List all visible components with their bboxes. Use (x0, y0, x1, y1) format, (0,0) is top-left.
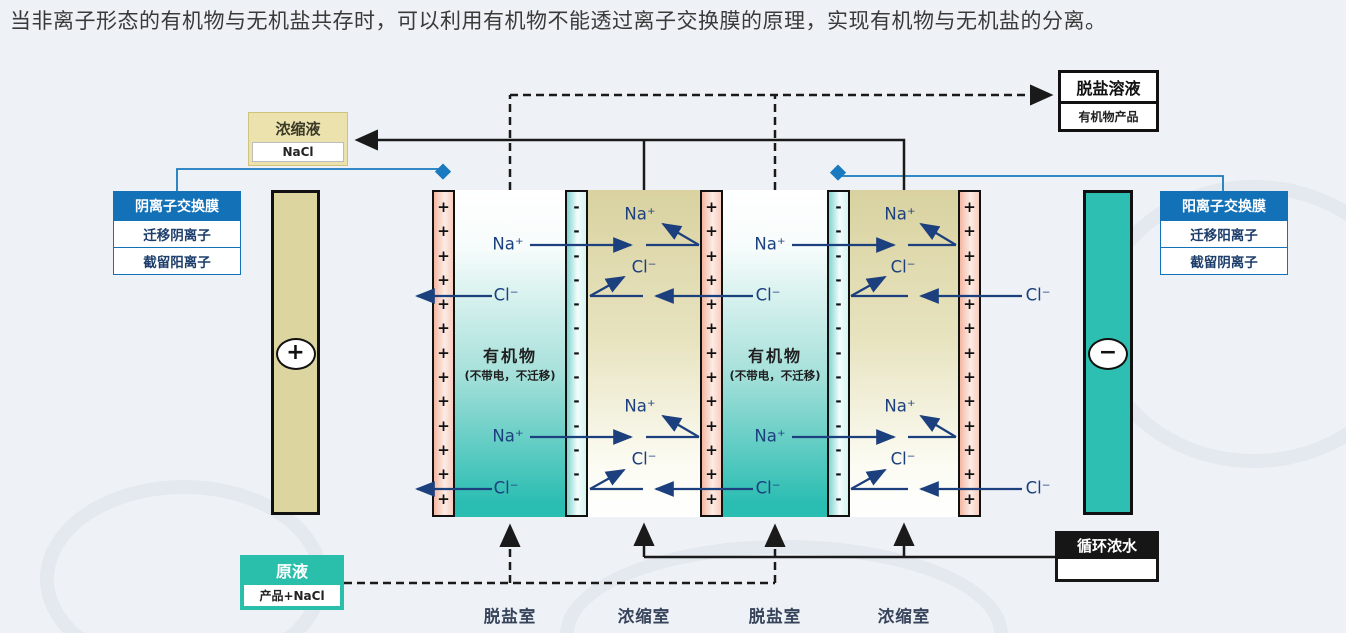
ion-label-cl-desal1-bottom: Cl⁻ (493, 478, 519, 498)
desalted-output-title: 脱盐溶液 (1061, 73, 1156, 104)
organic-title: 有机物 (482, 346, 538, 366)
ion-label-cl-desal2-top: Cl⁻ (755, 285, 781, 305)
desalted-output-box: 脱盐溶液 有机物产品 (1058, 70, 1159, 132)
organic-title: 有机物 (747, 346, 803, 366)
cation-membrane-legend-title: 阳离子交换膜 (1160, 191, 1288, 221)
ion-label-na-desal2-bottom: Na⁺ (754, 426, 786, 446)
ion-label-na-conc2-bottom: Na⁺ (884, 396, 916, 416)
ion-label-cl-conc2-bottom: Cl⁻ (890, 449, 916, 469)
cation-membrane-legend-row1: 迁移阳离子 (1160, 221, 1288, 248)
ion-label-na-desal2-top: Na⁺ (754, 234, 786, 254)
organic-note: (不带电，不迁移) (729, 368, 821, 383)
anion-membrane-legend: 阴离子交换膜 迁移阴离子 截留阳离子 (113, 191, 241, 275)
ion-label-na-desal1-top: Na⁺ (492, 234, 524, 254)
circulating-brine-title: 循环浓水 (1076, 537, 1137, 555)
concentrate-output-title: 浓缩液 (275, 120, 321, 138)
ion-label-cl-desal2-bottom: Cl⁻ (755, 478, 781, 498)
ion-label-na-conc2-top: Na⁺ (884, 204, 916, 224)
chamber-label-desal1: 脱盐室 (483, 607, 537, 626)
ion-label-na-conc1-bottom: Na⁺ (624, 396, 656, 416)
circulating-brine-value (1058, 559, 1156, 579)
concentrate-output-box: 浓缩液 NaCl (248, 112, 348, 166)
organic-note: (不带电，不迁移) (464, 368, 556, 383)
feed-input-value: 产品+NaCl (244, 585, 340, 606)
cation-exchange-membrane-1: - - - - - - - - - - - - - (565, 190, 588, 517)
anion-exchange-membrane-1: + + + + + + + + + + + + + (432, 190, 455, 517)
ion-label-cl-desal1-top: Cl⁻ (493, 285, 519, 305)
concentrate-output-value: NaCl (252, 142, 344, 162)
circulating-brine-box: 循环浓水 (1055, 531, 1159, 582)
ion-label-cl-conc1-top: Cl⁻ (631, 257, 657, 277)
feed-input-title: 原液 (275, 562, 308, 581)
anode-electrode: + (271, 190, 320, 515)
desalted-output-value: 有机物产品 (1078, 110, 1139, 124)
ion-label-cl-right-bottom: Cl⁻ (1025, 478, 1051, 498)
plus-electrode-symbol: + (275, 338, 316, 370)
cation-membrane-legend-row2: 截留阴离子 (1160, 248, 1288, 275)
anion-membrane-legend-row2: 截留阳离子 (113, 248, 241, 275)
ion-label-cl-conc2-top: Cl⁻ (890, 257, 916, 277)
ion-label-na-desal1-bottom: Na⁺ (492, 426, 524, 446)
ion-label-cl-conc1-bottom: Cl⁻ (631, 449, 657, 469)
organic-label-desal1: 有机物 (不带电，不迁移) (464, 343, 555, 384)
organic-label-desal2: 有机物 (不带电，不迁移) (729, 343, 820, 384)
cathode-electrode: − (1083, 190, 1133, 515)
feed-input-box: 原液 产品+NaCl (240, 555, 344, 610)
anion-membrane-legend-title: 阴离子交换膜 (113, 191, 241, 221)
chamber-label-desal2: 脱盐室 (748, 607, 802, 626)
anion-exchange-membrane-3: + + + + + + + + + + + + + (958, 190, 981, 517)
anion-membrane-legend-row1: 迁移阴离子 (113, 221, 241, 248)
ion-label-na-conc1-top: Na⁺ (624, 204, 656, 224)
legend-connector-lines (176, 163, 1224, 191)
chamber-label-conc2: 浓缩室 (877, 607, 931, 626)
cation-membrane-legend: 阳离子交换膜 迁移阳离子 截留阴离子 (1160, 191, 1288, 275)
chamber-label-conc1: 浓缩室 (617, 607, 671, 626)
intro-text: 当非离子形态的有机物与无机盐共存时，可以利用有机物不能透过离子交换膜的原理，实现… (10, 9, 1107, 33)
anion-exchange-membrane-2: + + + + + + + + + + + + + (700, 190, 723, 517)
minus-electrode-symbol: − (1088, 338, 1128, 370)
cation-exchange-membrane-2: - - - - - - - - - - - - - (827, 190, 850, 517)
ion-label-cl-right-top: Cl⁻ (1025, 285, 1051, 305)
